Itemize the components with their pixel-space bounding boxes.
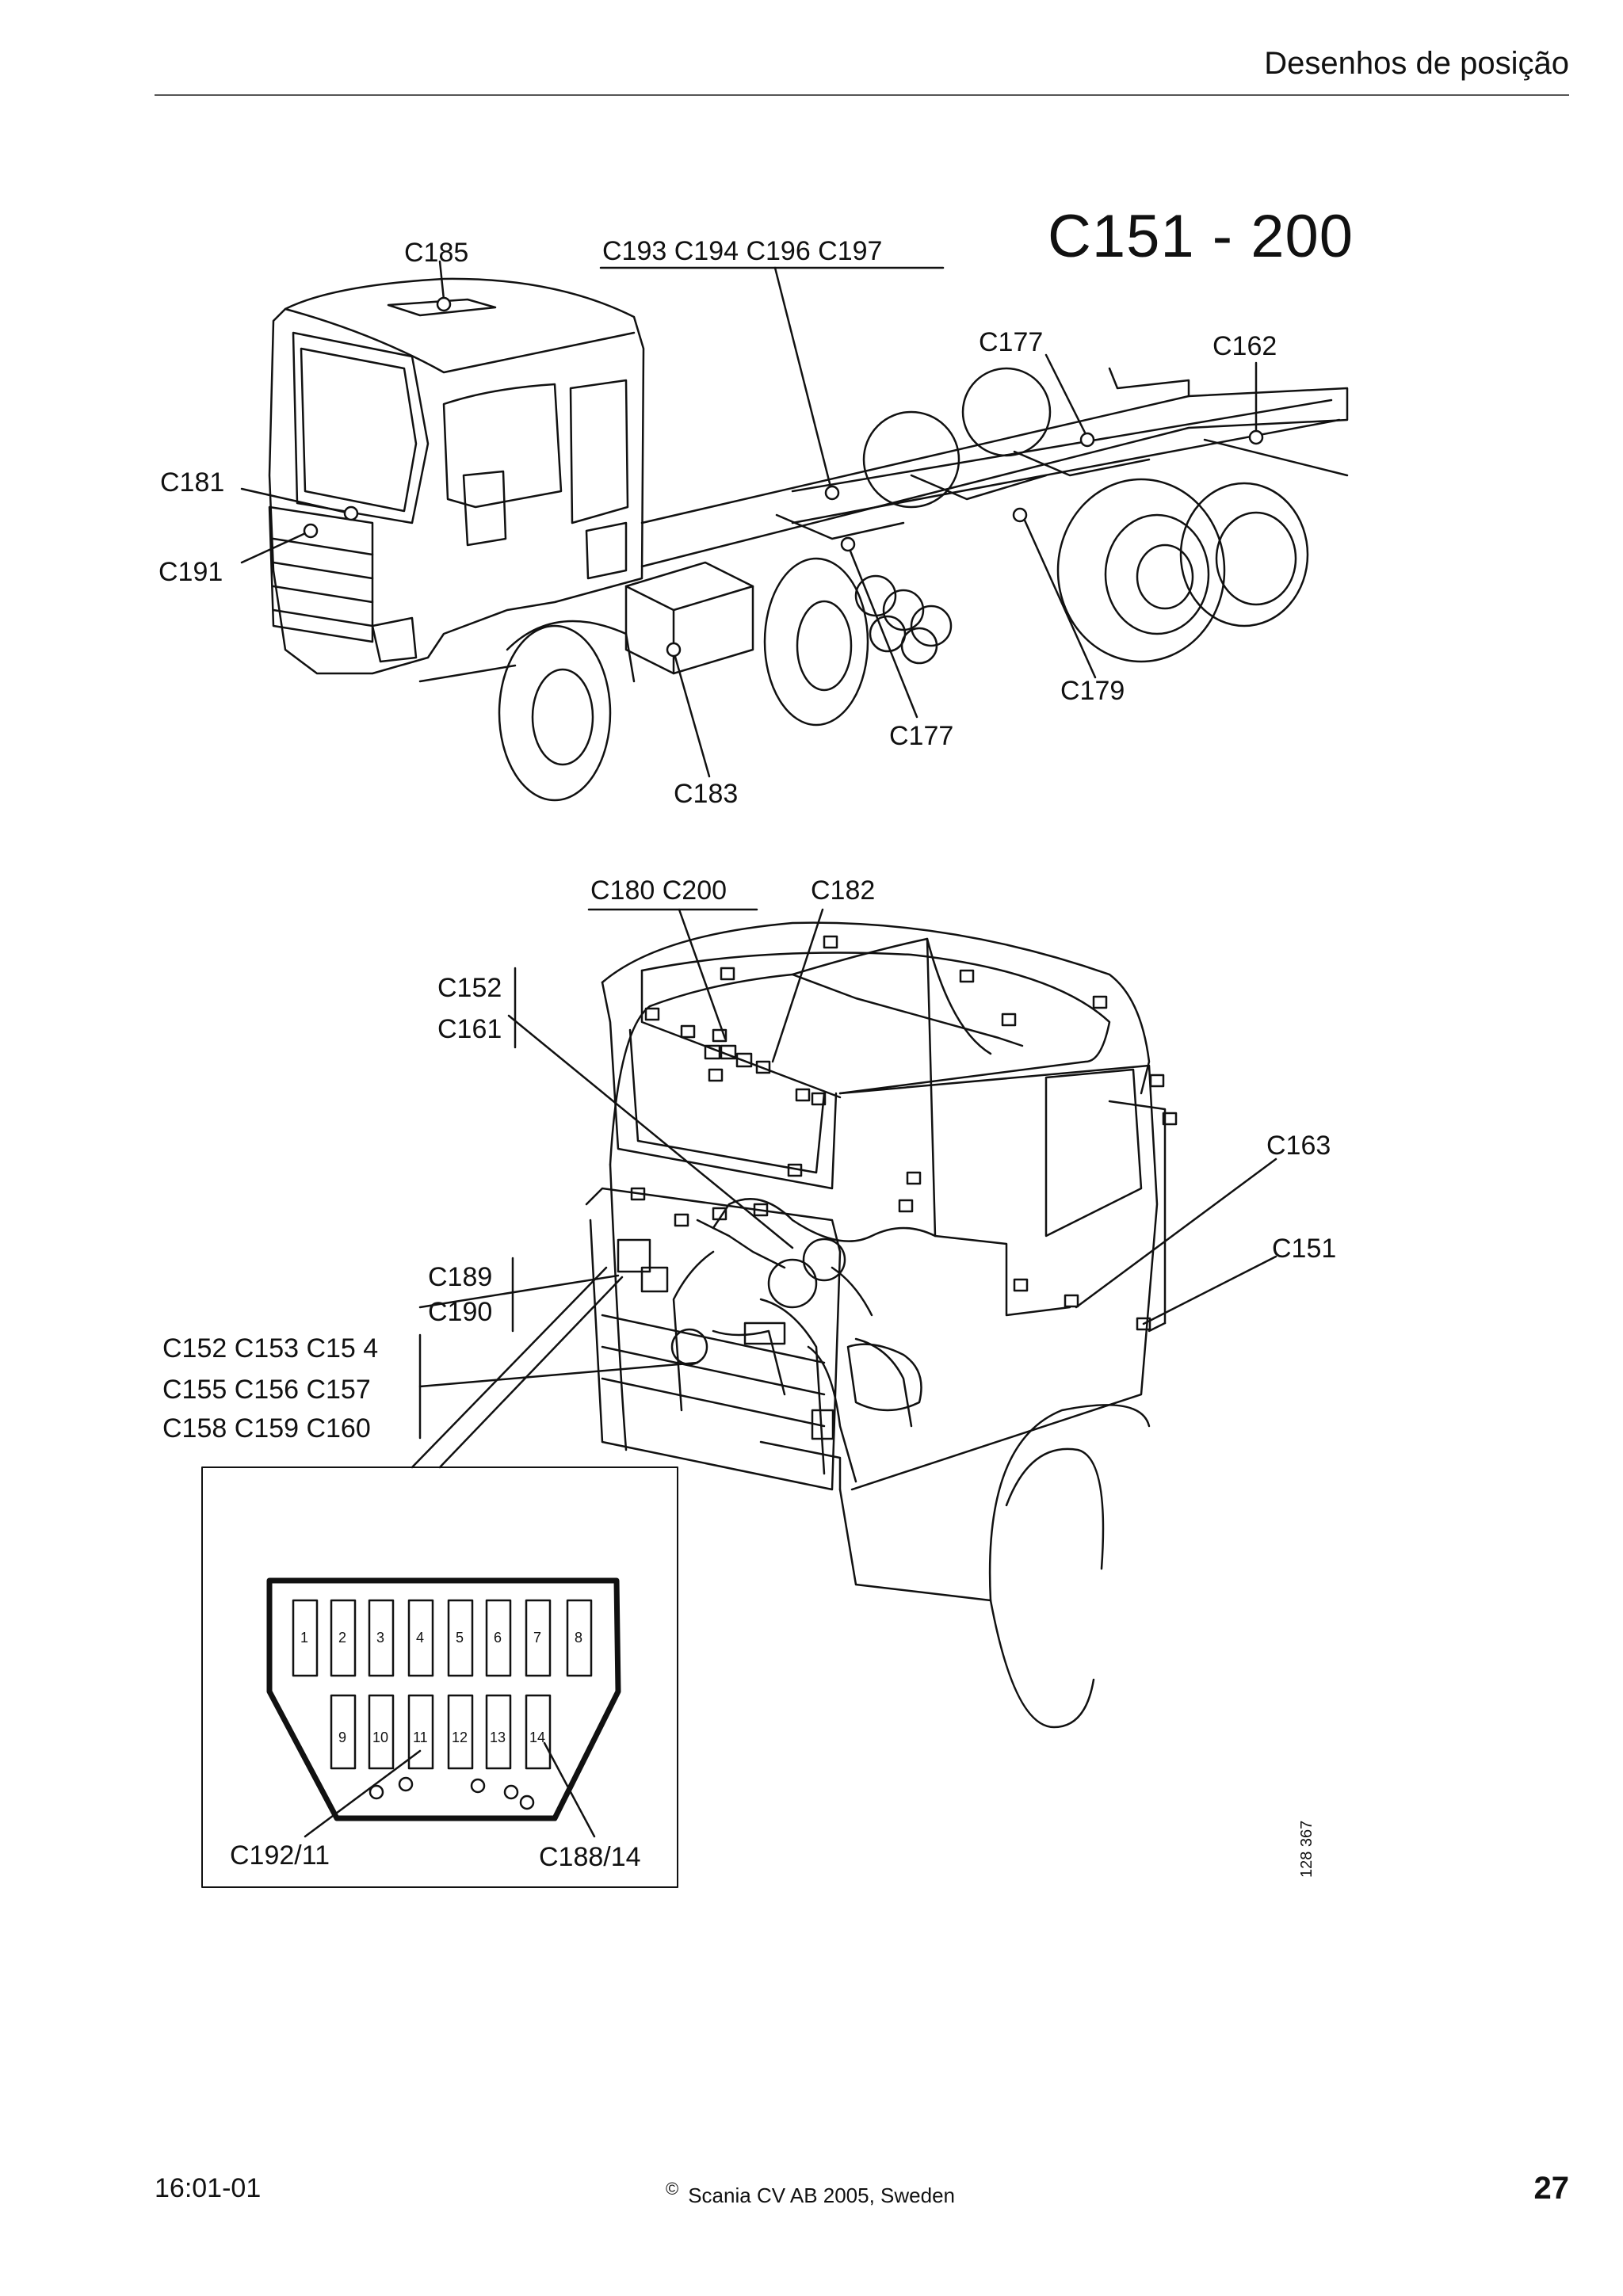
label-c188-14: C188/14	[539, 1842, 641, 1872]
marker-c162	[1248, 429, 1264, 445]
label-row-c155-c157: C155 C156 C157	[162, 1375, 371, 1405]
label-c191: C191	[158, 557, 223, 587]
copyright-text: Scania CV AB 2005, Sweden	[688, 2183, 955, 2207]
label-row-c152-c154: C152 C153 C15 4	[162, 1333, 379, 1363]
pin-number: 9	[338, 1730, 347, 1745]
truck-illustration	[240, 260, 1349, 802]
label-c177-top: C177	[979, 327, 1044, 357]
pin-number: 7	[533, 1630, 542, 1646]
marker-c185	[436, 296, 452, 312]
truck-connector-markers	[303, 296, 1264, 658]
label-c181: C181	[160, 467, 225, 498]
marker-c177-bottom	[840, 536, 856, 552]
section-title: Desenhos de posição	[1264, 46, 1569, 81]
label-c190: C190	[428, 1297, 493, 1327]
pin-number: 6	[494, 1630, 502, 1646]
page-number: 27	[1533, 2171, 1570, 2206]
pin-number: 1	[300, 1630, 309, 1646]
marker-c191	[303, 523, 319, 539]
label-c182: C182	[811, 875, 876, 906]
copyright-symbol: ©	[666, 2179, 679, 2199]
pin-number: 2	[338, 1630, 347, 1646]
pin-number: 10	[372, 1730, 389, 1745]
diagram-title: C151 - 200	[1048, 203, 1354, 270]
label-c193-c197: C193 C194 C196 C197	[602, 236, 883, 266]
label-c180-c200: C180 C200	[590, 875, 727, 906]
connector-inset	[201, 1466, 678, 1888]
label-c183: C183	[674, 779, 739, 809]
label-c161: C161	[437, 1014, 502, 1044]
marker-c177-top	[1079, 432, 1095, 448]
pin-number: 8	[575, 1630, 583, 1646]
pin-number: 14	[529, 1730, 546, 1745]
header-divider	[155, 94, 1569, 96]
pin-number: 4	[416, 1630, 425, 1646]
figure-reference-number: 128 367	[1298, 1820, 1316, 1878]
pin-number: 5	[456, 1630, 464, 1646]
cab-illustration	[411, 908, 1277, 1729]
label-c177-bottom: C177	[889, 721, 954, 751]
pin-number: 12	[452, 1730, 468, 1745]
marker-c183	[666, 642, 682, 658]
label-c163: C163	[1266, 1131, 1331, 1161]
footer-copyright: © Scania CV AB 2005, Sweden	[666, 2179, 955, 2208]
label-row-c158-c160: C158 C159 C160	[162, 1413, 371, 1444]
label-c151: C151	[1272, 1234, 1337, 1264]
label-c162: C162	[1212, 331, 1277, 361]
marker-c181	[343, 505, 359, 521]
label-c152: C152	[437, 973, 502, 1003]
pin-number: 13	[490, 1730, 506, 1745]
footer-code: 16:01-01	[155, 2173, 262, 2203]
pin-number: 3	[376, 1630, 385, 1646]
label-c179: C179	[1060, 676, 1125, 706]
marker-c193	[824, 485, 840, 501]
label-c192-11: C192/11	[230, 1840, 330, 1871]
label-c185: C185	[404, 238, 469, 268]
pin-number: 11	[413, 1730, 428, 1745]
label-c189: C189	[428, 1262, 493, 1292]
marker-c179	[1012, 507, 1028, 523]
